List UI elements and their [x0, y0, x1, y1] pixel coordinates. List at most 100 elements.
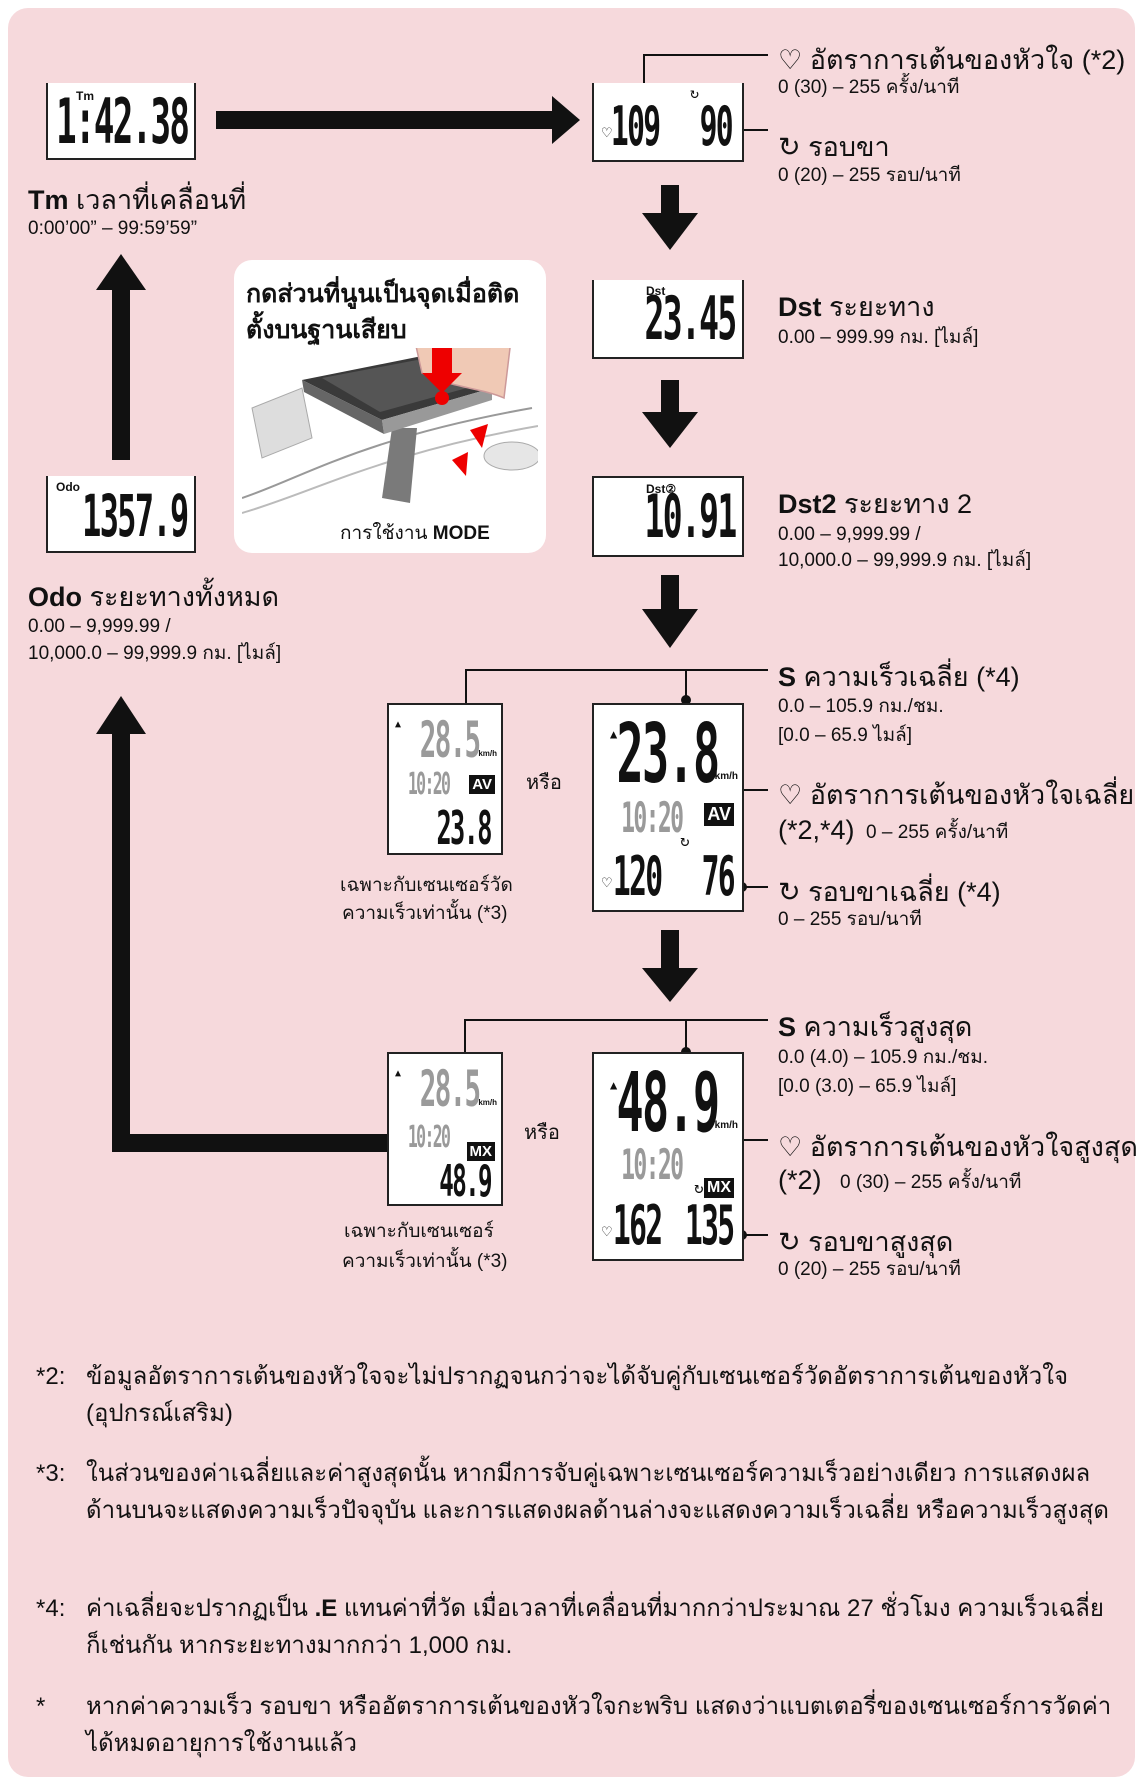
- dst2-label: Dst2 ระยะทาง 2: [778, 489, 973, 519]
- avg-speed-only-display: ▲ 28.5 km/h 10:20 AV 23.8: [387, 703, 503, 855]
- max-alt-bottom-reading: 48.9: [439, 1156, 492, 1206]
- dst2-range-1: 0.00 – 9,999.99 /: [778, 524, 921, 545]
- mx-badge: MX: [466, 1142, 495, 1161]
- dst2-display: Dst② 10.91: [592, 476, 744, 557]
- footnote-3: *3: ในส่วนของค่าเฉลี่ยและค่าสูงสุดนั้น ห…: [36, 1455, 1116, 1575]
- or-label-max: หรือ: [524, 1122, 560, 1144]
- dst-range: 0.00 – 999.99 กม. [ไมล์]: [778, 327, 979, 348]
- dst2-reading: 10.91: [644, 482, 738, 552]
- hr-range: 0 (30) – 255 ครั้ง/นาที: [778, 77, 960, 98]
- odo-tag: Odo: [56, 480, 80, 494]
- avg-alt-clock: 10:20: [407, 767, 451, 802]
- avg-speed-only-caption-2: ความเร็วเท่านั้น (*3): [342, 903, 508, 924]
- background-panel: [8, 8, 1135, 1777]
- avg-hr-label: ♡ อัตราการเต้นของหัวใจเฉลี่ย: [778, 780, 1135, 810]
- avg-speed-range-2: [0.0 – 65.9 ไมล์]: [778, 725, 913, 746]
- max-display: ▲ 48.9 km/h 10:20 ↻ MX ♡ 162 135: [592, 1052, 744, 1261]
- up-arrow-icon: ▲: [395, 1068, 402, 1079]
- tm-reading: 1:42.38: [55, 85, 190, 158]
- footnote-2: *2: ข้อมูลอัตราการเต้นของหัวใจจะไม่ปรากฏ…: [36, 1358, 1116, 1438]
- dst-display: Dst 23.45: [592, 280, 744, 359]
- avg-speed-range-1: 0.0 – 105.9 กม./ชม.: [778, 696, 944, 717]
- mx-badge: MX: [704, 1178, 734, 1198]
- cadence-icon: ↻: [680, 831, 690, 850]
- footnote-key: *2:: [36, 1363, 66, 1390]
- cadence-icon: ↻: [690, 84, 700, 102]
- cadence-icon: ↻: [694, 1178, 704, 1197]
- up-arrow-icon: ▲: [395, 719, 402, 730]
- dst2-tag: Dst②: [646, 482, 677, 496]
- heart-icon: ♡: [602, 1222, 612, 1241]
- odo-reading: 1357.9: [82, 482, 190, 550]
- avg-speed-label: S ความเร็วเฉลี่ย (*4): [778, 662, 1020, 692]
- tm-tag: Tm: [76, 89, 94, 103]
- tm-range: 0:00’00” – 99:59’59”: [28, 218, 198, 239]
- footnote-key: *4:: [36, 1595, 66, 1622]
- speed-icon: S: [778, 662, 797, 692]
- unit-kmh: km/h: [478, 749, 497, 758]
- cadence-reading: 90: [699, 95, 734, 158]
- max-cad-label: ↻ รอบขาสูงสุด: [778, 1227, 954, 1257]
- hr-cadence-display: ♡ ↻ 109 90: [592, 83, 744, 162]
- cadence-label: ↻ รอบขา: [778, 132, 890, 162]
- or-label-avg: หรือ: [526, 772, 562, 794]
- max-speed-only-caption-1: เฉพาะกับเซนเซอร์: [344, 1221, 494, 1242]
- unit-kmh: km/h: [478, 1098, 497, 1107]
- avg-speed-only-caption-1: เฉพาะกับเซนเซอร์วัด: [340, 875, 513, 896]
- max-speed-range-2: [0.0 (3.0) – 65.9 ไมล์]: [778, 1076, 957, 1097]
- hr-label: ♡ อัตราการเต้นของหัวใจ (*2): [778, 45, 1126, 75]
- max-speed-range-1: 0.0 (4.0) – 105.9 กม./ชม.: [778, 1047, 988, 1068]
- max-cad-reading: 135: [685, 1194, 735, 1257]
- footnote-key: *: [36, 1693, 46, 1720]
- up-arrow-icon: ▲: [610, 1078, 618, 1092]
- avg-speed-reading: 23.8: [615, 707, 720, 802]
- heart-icon: ♡: [602, 123, 612, 142]
- avg-hr-range: 0 – 255 ครั้ง/นาที: [866, 822, 1009, 843]
- photo-title-2: ตั้งบนฐานเสียบ: [246, 316, 407, 344]
- footnote-star: * หากค่าความเร็ว รอบขา หรืออัตราการเต้นข…: [36, 1688, 1116, 1768]
- avg-cad-label: ↻ รอบขาเฉลี่ย (*4): [778, 877, 1001, 907]
- dst-tag: Dst: [646, 284, 666, 298]
- footnote-text: ในส่วนของค่าเฉลี่ยและค่าสูงสุดนั้น หากมี…: [86, 1460, 1109, 1525]
- footnote-4: *4: ค่าเฉลี่ยจะปรากฏเป็น .E แทนค่าที่วัด…: [36, 1590, 1116, 1670]
- footnote-text: ค่าเฉลี่ยจะปรากฏเป็น .E แทนค่าที่วัด เมื…: [86, 1595, 1104, 1660]
- max-hr-label: ♡ อัตราการเต้นของหัวใจสูงสุด: [778, 1132, 1138, 1162]
- heart-icon: ♡: [778, 1132, 803, 1162]
- mount-illustration: [242, 348, 538, 514]
- mount-photo-card: กดส่วนที่นูนเป็นจุดเมื่อติด ตั้งบนฐานเสี…: [234, 260, 546, 553]
- photo-title-1: กดส่วนที่นูนเป็นจุดเมื่อติด: [246, 280, 520, 308]
- max-hr-range: 0 (30) – 255 ครั้ง/นาที: [840, 1172, 1022, 1193]
- max-speed-label: S ความเร็วสูงสุด: [778, 1012, 973, 1042]
- max-cad-range: 0 (20) – 255 รอบ/นาที: [778, 1259, 961, 1280]
- max-alt-top-reading: 28.5: [419, 1060, 480, 1118]
- max-speed-reading: 48.9: [615, 1056, 720, 1151]
- avg-display: ▲ 23.8 km/h 10:20 AV ↻ ♡ 120 76: [592, 703, 744, 912]
- speed-icon: S: [778, 1012, 797, 1042]
- cadence-icon: ↻: [778, 132, 801, 162]
- max-alt-clock: 10:20: [407, 1120, 451, 1155]
- cadence-icon: ↻: [778, 877, 801, 907]
- heart-icon: ♡: [778, 45, 803, 75]
- avg-cad-reading: 76: [701, 845, 736, 908]
- max-hr-label-2: (*2): [778, 1165, 822, 1195]
- dst2-range-2: 10,000.0 – 99,999.9 กม. [ไมล์]: [778, 550, 1032, 571]
- tm-label: Tm เวลาที่เคลื่อนที่: [28, 185, 247, 215]
- unit-kmh: km/h: [714, 771, 738, 782]
- footnote-text: หากค่าความเร็ว รอบขา หรืออัตราการเต้นของ…: [86, 1693, 1112, 1758]
- av-badge: AV: [704, 803, 734, 826]
- odo-display: Odo 1357.9: [46, 476, 196, 553]
- unit-kmh: km/h: [714, 1120, 738, 1131]
- avg-cad-range: 0 – 255 รอบ/นาที: [778, 909, 922, 930]
- footnote-text: ข้อมูลอัตราการเต้นของหัวใจจะไม่ปรากฏจนกว…: [86, 1363, 1069, 1428]
- max-speed-only-display: ▲ 28.5 km/h 10:20 MX 48.9: [387, 1052, 503, 1206]
- odo-range-1: 0.00 – 9,999.99 /: [28, 616, 171, 637]
- cadence-icon: ↻: [778, 1227, 801, 1257]
- footnote-key: *3:: [36, 1460, 66, 1487]
- odo-range-2: 10,000.0 – 99,999.9 กม. [ไมล์]: [28, 643, 282, 664]
- photo-caption: การใช้งาน MODE: [340, 523, 490, 544]
- avg-alt-bottom-reading: 23.8: [436, 801, 493, 855]
- av-badge: AV: [469, 775, 495, 794]
- up-arrow-icon: ▲: [610, 727, 618, 741]
- avg-hr-label-2: (*2,*4): [778, 815, 855, 845]
